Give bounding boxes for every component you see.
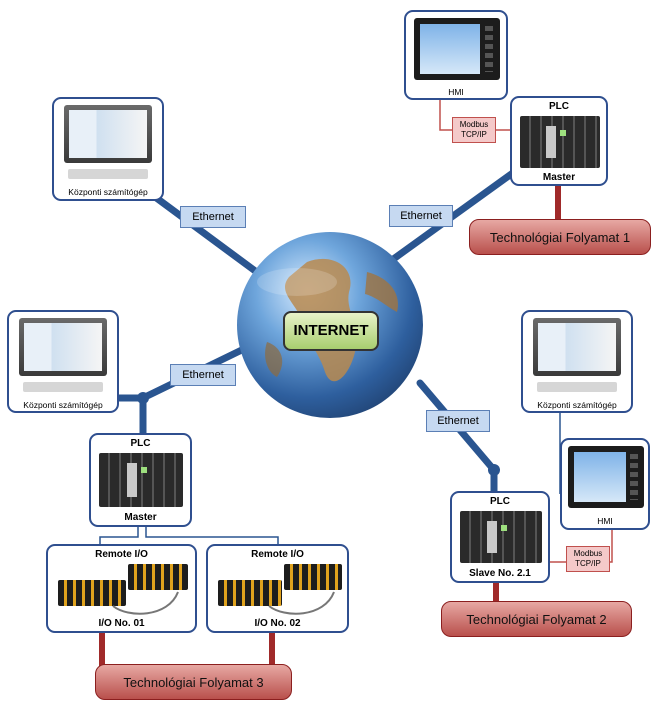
computer-node-right: Központi számítógép <box>521 310 633 413</box>
modbus-line2: TCP/IP <box>461 130 487 139</box>
modbus-line2: TCP/IP <box>575 559 601 568</box>
monitor-icon <box>64 105 152 163</box>
plc-title: PLC <box>549 101 569 112</box>
link-top-right <box>388 158 532 264</box>
computer-caption: Központi számítógép <box>23 400 103 410</box>
plc-subtitle: Master <box>124 512 157 523</box>
remote-io-subtitle: I/O No. 02 <box>254 618 301 629</box>
internet-label: INTERNET <box>283 311 379 351</box>
remote-io-subtitle: I/O No. 01 <box>98 618 145 629</box>
hmi-node-right: HMI <box>560 438 650 530</box>
computer-node-top-left: Központi számítógép <box>52 97 164 201</box>
plc-title: PLC <box>130 438 151 449</box>
cable-icon <box>112 591 179 615</box>
keyboard-icon <box>68 169 148 179</box>
globe-image <box>237 232 423 418</box>
io-module-icon <box>284 564 342 590</box>
hmi-caption: HMI <box>597 516 613 526</box>
hmi-node-top: HMI <box>404 10 508 100</box>
hmi-caption: HMI <box>448 87 464 97</box>
monitor-icon <box>19 318 107 376</box>
junction-left <box>137 392 149 404</box>
ethernet-label-top-left: Ethernet <box>180 206 246 228</box>
touch-panel-icon <box>414 18 500 80</box>
monitor-icon <box>533 318 621 376</box>
plc-rack-icon <box>460 511 542 563</box>
ethernet-label-bottom-right: Ethernet <box>426 410 490 432</box>
computer-caption: Központi számítógép <box>537 400 617 410</box>
plc-node-left: PLC Master <box>89 433 192 527</box>
computer-node-bottom-left: Központi számítógép <box>7 310 119 413</box>
keyboard-icon <box>23 382 103 392</box>
remote-io-title: Remote I/O <box>251 549 304 560</box>
keyboard-icon <box>537 382 617 392</box>
io-module-icon <box>58 580 126 606</box>
ethernet-label-top-right: Ethernet <box>389 205 453 227</box>
plc-subtitle: Master <box>542 172 576 183</box>
cable-icon <box>268 591 335 615</box>
io-bus-left <box>99 527 139 545</box>
plc-rack-icon <box>520 116 600 168</box>
process-3: Technológiai Folyamat 3 <box>95 664 292 700</box>
io-module-icon <box>128 564 188 590</box>
junction-right <box>488 464 500 476</box>
modbus-line1: Modbus <box>459 120 489 129</box>
touch-panel-icon <box>568 446 644 508</box>
plc-subtitle: Slave No. 2.1 <box>469 568 531 579</box>
process-2: Technológiai Folyamat 2 <box>441 601 632 637</box>
plc-node-top-right: PLC Master <box>510 96 608 186</box>
remote-io-node-02: Remote I/O I/O No. 02 <box>206 544 349 633</box>
remote-io-node-01: Remote I/O I/O No. 01 <box>46 544 197 633</box>
plc-node-right: PLC Slave No. 2.1 <box>450 491 550 583</box>
computer-caption: Központi számítógép <box>68 187 148 197</box>
modbus-label-top: Modbus TCP/IP <box>452 117 496 143</box>
ethernet-label-bottom-left: Ethernet <box>170 364 236 386</box>
modbus-line1: Modbus <box>573 549 603 558</box>
modbus-label-right: Modbus TCP/IP <box>566 546 610 572</box>
process-1: Technológiai Folyamat 1 <box>469 219 651 255</box>
plc-title: PLC <box>490 496 510 507</box>
remote-io-title: Remote I/O <box>95 549 148 560</box>
io-bus-right <box>145 527 279 545</box>
plc-rack-icon <box>99 453 183 507</box>
io-module-icon <box>218 580 282 606</box>
